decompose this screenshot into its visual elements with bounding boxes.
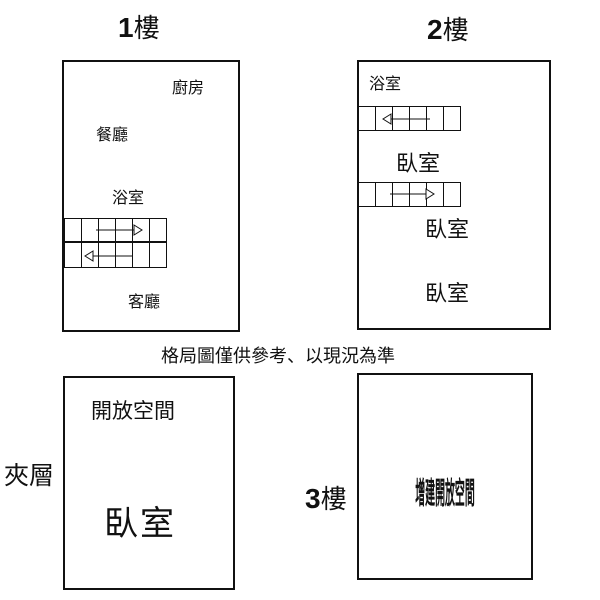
living-label: 客廳 <box>128 292 161 311</box>
disclaimer-note: 格局圖僅供參考、以現況為準 <box>161 346 395 367</box>
floor2-title: 2樓 <box>427 10 469 47</box>
floor2-title-suffix: 樓 <box>442 16 469 46</box>
floor2-title-number: 2 <box>427 14 443 45</box>
extension-label-wrap: 增建開放空間 <box>400 452 490 528</box>
bedroom-label-floor2-1: 臥室 <box>396 152 441 177</box>
open-space-label: 開放空間 <box>91 399 175 423</box>
floor1-title-number: 1 <box>118 12 134 43</box>
dining-label: 餐廳 <box>96 125 129 144</box>
right-arrow-icon <box>390 188 435 200</box>
left-arrow-icon <box>382 113 430 125</box>
bedroom-label-mezzanine: 臥室 <box>104 504 176 544</box>
mezzanine-title: 夾層 <box>4 461 55 490</box>
floor3-plan <box>357 373 533 580</box>
floor3-title-number: 3 <box>305 483 321 514</box>
floor3-title: 3樓 <box>305 479 347 516</box>
left-arrow-icon <box>84 250 132 262</box>
floor3-title-suffix: 樓 <box>320 485 347 515</box>
bedroom-label-floor2-2: 臥室 <box>425 218 470 243</box>
floor1-plan <box>62 60 240 332</box>
floor1-title-suffix: 樓 <box>133 14 160 44</box>
right-arrow-icon <box>96 224 143 236</box>
extension-label: 增建開放空間 <box>415 474 475 511</box>
kitchen-label: 廚房 <box>172 78 205 97</box>
mezzanine-plan <box>63 376 235 590</box>
bath-label-floor1: 浴室 <box>112 188 145 207</box>
floor1-title: 1樓 <box>118 8 160 45</box>
staircase-lower-floor1 <box>64 242 167 268</box>
bath-label-floor2: 浴室 <box>369 74 402 93</box>
bedroom-label-floor2-3: 臥室 <box>425 282 470 307</box>
